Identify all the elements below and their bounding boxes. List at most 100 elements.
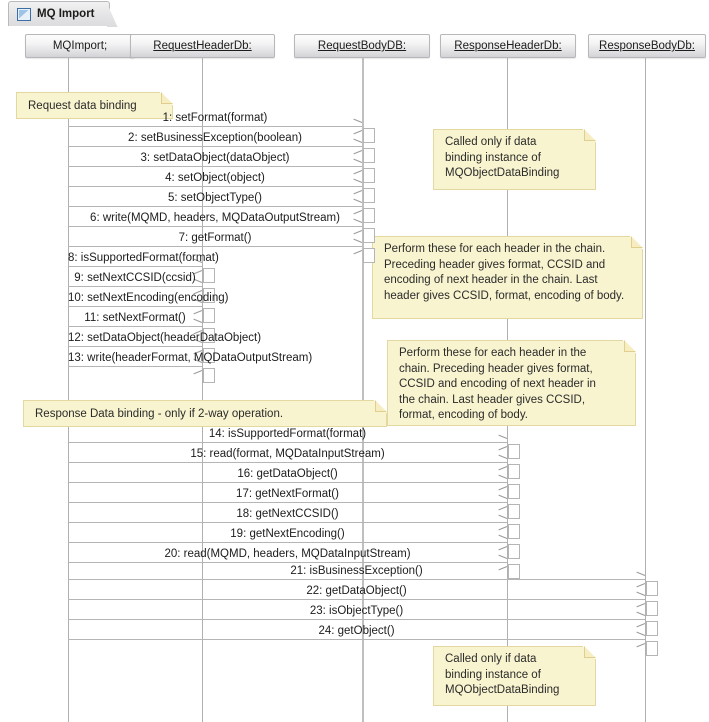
note-top-edge — [372, 236, 630, 237]
activation-bar — [646, 601, 658, 616]
message-line — [68, 306, 202, 307]
message-label: 9: setNextCCSID(ccsid) — [74, 272, 196, 284]
activation-bar — [363, 248, 375, 263]
note-top-edge — [23, 400, 374, 401]
message-line — [68, 639, 645, 640]
message-3[interactable]: 3: setDataObject(dataObject) — [68, 152, 362, 167]
message-line — [68, 482, 507, 483]
lifeline-requestbody — [362, 58, 364, 722]
note-text: Perform these for each header in the cha… — [384, 243, 625, 302]
note-right-edge — [595, 142, 596, 190]
tab-mq-import[interactable]: MQ Import — [8, 1, 110, 26]
activation-bar — [508, 544, 520, 559]
activation-bar — [508, 504, 520, 519]
message-label: 5: setObjectType() — [168, 192, 262, 204]
lifeline-head-requestheader[interactable]: RequestHeaderDb: — [130, 34, 275, 58]
message-1[interactable]: 1: setFormat(format) — [68, 112, 362, 127]
message-10[interactable]: 10: setNextEncoding(encoding) — [68, 292, 228, 307]
editor-tab-strip: MQ Import — [0, 0, 709, 28]
note-perform-for-each-header-request[interactable]: Perform these for each header in the cha… — [372, 236, 643, 319]
message-label: 1: setFormat(format) — [162, 112, 268, 124]
message-21[interactable]: 21: isBusinessException() — [68, 565, 645, 580]
message-label: 21: isBusinessException() — [290, 565, 423, 577]
message-label: 15: read(format, MQDataInputStream) — [190, 448, 385, 460]
message-17[interactable]: 17: getNextFormat() — [68, 488, 507, 503]
message-8[interactable]: 8: isSupportedFormat(format) — [68, 252, 219, 267]
note-right-edge — [172, 105, 173, 119]
message-line — [68, 126, 362, 127]
message-label: 13: write(headerFormat, MQDataOutputStre… — [68, 352, 313, 364]
note-text: Request data binding — [28, 100, 137, 112]
activation-bar — [203, 268, 215, 283]
message-22[interactable]: 22: getDataObject() — [68, 585, 645, 600]
activation-bar — [363, 168, 375, 183]
activation-bar — [508, 564, 520, 579]
message-6[interactable]: 6: write(MQMD, headers, MQDataOutputStre… — [68, 212, 362, 227]
message-line — [68, 442, 507, 443]
message-11[interactable]: 11: setNextFormat() — [68, 312, 202, 327]
note-called-only-if-data-binding-2[interactable]: Called only if data binding instance of … — [433, 646, 596, 706]
message-line — [68, 619, 645, 620]
message-label: 2: setBusinessException(boolean) — [128, 132, 302, 144]
lifeline-label: RequestBodyDB: — [317, 40, 407, 52]
message-16[interactable]: 16: getDataObject() — [68, 468, 507, 483]
message-9[interactable]: 9: setNextCCSID(ccsid) — [68, 272, 202, 287]
message-line — [68, 266, 202, 267]
message-line — [68, 522, 507, 523]
message-label: 4: setObject(object) — [165, 172, 265, 184]
message-5[interactable]: 5: setObjectType() — [68, 192, 362, 207]
message-15[interactable]: 15: read(format, MQDataInputStream) — [68, 448, 507, 463]
message-line — [68, 186, 362, 187]
message-13[interactable]: 13: write(headerFormat, MQDataOutputStre… — [68, 352, 312, 367]
activation-bar — [363, 188, 375, 203]
lifeline-head-responseheader[interactable]: ResponseHeaderDb: — [440, 34, 576, 58]
activation-bar — [508, 464, 520, 479]
note-called-only-if-data-binding-1[interactable]: Called only if data binding instance of … — [433, 129, 596, 190]
message-4[interactable]: 4: setObject(object) — [68, 172, 362, 187]
lifeline-head-requestbody[interactable]: RequestBodyDB: — [294, 34, 430, 58]
message-line — [68, 286, 202, 287]
activation-bar — [203, 308, 215, 323]
note-top-edge — [16, 92, 160, 93]
message-23[interactable]: 23: isObjectType() — [68, 605, 645, 620]
diagram-icon — [17, 7, 31, 21]
message-20[interactable]: 20: read(MQMD, headers, MQDataInputStrea… — [68, 548, 507, 563]
message-line — [68, 326, 202, 327]
message-label: 11: setNextFormat() — [84, 312, 186, 324]
message-14[interactable]: 14: isSupportedFormat(format) — [68, 428, 507, 443]
lifeline-head-responsebody[interactable]: ResponseBodyDb: — [588, 34, 706, 58]
activation-bar — [203, 368, 215, 383]
lifeline-label: ResponseBodyDb: — [599, 40, 695, 52]
lifeline-head-mqimport[interactable]: MQImport; — [25, 34, 135, 58]
message-line — [68, 542, 507, 543]
message-line — [68, 346, 202, 347]
activation-bar — [203, 288, 215, 303]
message-19[interactable]: 19: getNextEncoding() — [68, 528, 507, 543]
message-label: 19: getNextEncoding() — [230, 528, 345, 540]
lifeline-mqimport — [68, 58, 69, 722]
message-24[interactable]: 24: getObject() — [68, 625, 645, 640]
note-top-edge — [387, 340, 623, 341]
message-line — [68, 462, 507, 463]
message-label: 7: getFormat() — [178, 232, 252, 244]
activation-bar — [646, 581, 658, 596]
note-text: Response Data binding - only if 2-way op… — [35, 408, 284, 420]
note-right-edge — [642, 249, 643, 319]
message-line — [68, 579, 645, 580]
activation-bar — [203, 328, 215, 343]
note-perform-for-each-header-response[interactable]: Perform these for each header in the cha… — [387, 340, 636, 426]
message-7[interactable]: 7: getFormat() — [68, 232, 362, 247]
message-line — [68, 366, 202, 367]
lifeline-label: ResponseHeaderDb: — [454, 40, 562, 52]
message-12[interactable]: 12: setDataObject(headerDataObject) — [68, 332, 261, 347]
message-line — [68, 166, 362, 167]
activation-bar — [646, 641, 658, 656]
note-response-data-binding[interactable]: Response Data binding - only if 2-way op… — [23, 400, 387, 427]
message-18[interactable]: 18: getNextCCSID() — [68, 508, 507, 523]
diagram-canvas: MQImport;RequestHeaderDb: RequestBodyDB: R… — [0, 28, 709, 722]
message-label: 24: getObject() — [318, 625, 395, 637]
tab-label: MQ Import — [37, 8, 95, 20]
note-request-data-binding[interactable]: Request data binding — [16, 92, 173, 119]
message-line — [68, 146, 362, 147]
message-2[interactable]: 2: setBusinessException(boolean) — [68, 132, 362, 147]
